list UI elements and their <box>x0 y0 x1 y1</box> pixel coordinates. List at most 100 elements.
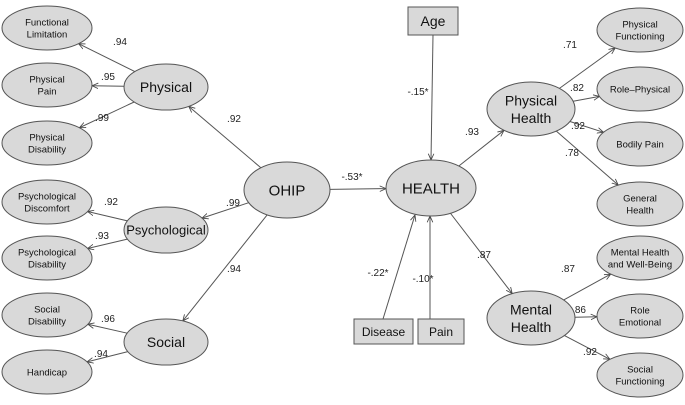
node-label: Health <box>626 205 653 216</box>
node-psychological: Psychological <box>123 206 209 254</box>
node-shape <box>123 206 209 254</box>
coef-disease-to-health: -.22* <box>367 268 388 279</box>
edge-disease-to-health <box>382 215 415 320</box>
node-shape <box>596 235 684 281</box>
node-label: Functional <box>25 17 69 28</box>
node-label: Psychological <box>18 191 76 202</box>
coef-psychological-to-discomfort: .92 <box>104 197 118 208</box>
coef-physical-to-functional-limitation: .94 <box>113 37 127 48</box>
node-pain: Pain <box>417 318 465 345</box>
node-health: HEALTH <box>385 159 477 217</box>
node-shape <box>486 290 576 346</box>
node-shape <box>596 121 684 167</box>
node-label: Physical <box>29 74 64 85</box>
edge-health-to-mental-health <box>450 212 512 293</box>
node-ohip: OHIP <box>243 161 331 219</box>
node-shape <box>1 62 93 108</box>
node-label: Handicap <box>27 367 67 378</box>
node-shape <box>486 81 576 137</box>
node-shape <box>596 293 684 339</box>
edge-physical-health-to-general-health <box>556 130 618 185</box>
node-label: Social <box>627 364 653 375</box>
node-shape <box>385 159 477 217</box>
coef-pain-to-health: -.10* <box>412 274 433 285</box>
coef-social-to-social-disability: .96 <box>101 314 115 325</box>
edge-ohip-to-psychological <box>202 202 249 218</box>
edge-mental-health-to-wellbeing <box>563 274 611 301</box>
edge-ohip-to-social <box>183 214 268 321</box>
node-label: Pain <box>429 325 453 339</box>
edge-physical-health-to-role-physical <box>573 96 599 102</box>
coef-ohip-to-physical: .92 <box>227 114 241 125</box>
node-shape <box>123 318 209 366</box>
node-label: Role–Physical <box>610 84 670 95</box>
node-label: HEALTH <box>402 180 460 197</box>
node-shape <box>596 181 684 227</box>
node-label: Emotional <box>619 317 661 328</box>
node-label: Disability <box>28 144 66 155</box>
coef-physical-health-to-role-physical: .82 <box>570 83 584 94</box>
node-social: Social <box>123 318 209 366</box>
node-shape <box>1 5 93 51</box>
node-disease: Disease <box>353 318 414 345</box>
node-shape <box>123 63 209 111</box>
edge-psychological-to-disability <box>88 238 128 248</box>
coef-ohip-to-psychological: .99 <box>226 198 240 209</box>
node-shape <box>596 66 684 112</box>
node-shape <box>243 161 331 219</box>
node-label: Health <box>511 110 551 126</box>
coef-ohip-to-health: -.53* <box>341 172 362 183</box>
node-label: Disability <box>28 259 66 270</box>
node-handicap: Handicap <box>1 349 93 395</box>
node-label: Physical <box>505 92 557 108</box>
coef-physical-health-to-bodily-pain: .92 <box>571 121 585 132</box>
node-label: and Well-Being <box>608 259 672 270</box>
node-label: Age <box>421 13 446 29</box>
edge-health-to-physical-health <box>458 130 504 167</box>
node-label: General <box>623 193 657 204</box>
node-label: OHIP <box>269 182 306 199</box>
edge-age-to-health <box>431 34 433 160</box>
node-label: Limitation <box>27 29 68 40</box>
node-label: Mental Health <box>611 247 670 258</box>
node-shape <box>1 292 93 338</box>
coef-psychological-to-disability: .93 <box>95 231 109 242</box>
node-label: Physical <box>622 19 657 30</box>
edge-mental-health-to-social-functioning <box>564 335 609 360</box>
edge-physical-to-functional-limitation <box>79 44 136 73</box>
node-label: Bodily Pain <box>616 139 664 150</box>
edge-social-to-social-disability <box>88 324 128 334</box>
edge-psychological-to-discomfort <box>88 212 128 222</box>
node-label: Functioning <box>615 31 664 42</box>
node-label: Physical <box>29 132 64 143</box>
edge-ohip-to-health <box>329 189 386 190</box>
node-label: Physical <box>140 79 192 95</box>
node-age: Age <box>407 6 459 36</box>
node-label: Disability <box>28 316 66 327</box>
coef-health-to-physical-health: .93 <box>465 127 479 138</box>
coef-social-to-handicap: .94 <box>94 349 108 360</box>
node-label: Pain <box>37 86 56 97</box>
node-shape <box>1 349 93 395</box>
node-shape <box>407 6 459 36</box>
node-shape <box>1 120 93 166</box>
coef-mental-health-to-wellbeing: .87 <box>561 264 575 275</box>
node-label: Psychological <box>18 247 76 258</box>
node-label: Role <box>630 305 650 316</box>
node-label: Discomfort <box>24 203 70 214</box>
node-shape <box>1 235 93 281</box>
node-label: Social <box>147 334 185 350</box>
node-label: Health <box>511 319 551 335</box>
edge-physical-health-to-physical-functioning <box>559 48 615 89</box>
node-label: Functioning <box>615 376 664 387</box>
